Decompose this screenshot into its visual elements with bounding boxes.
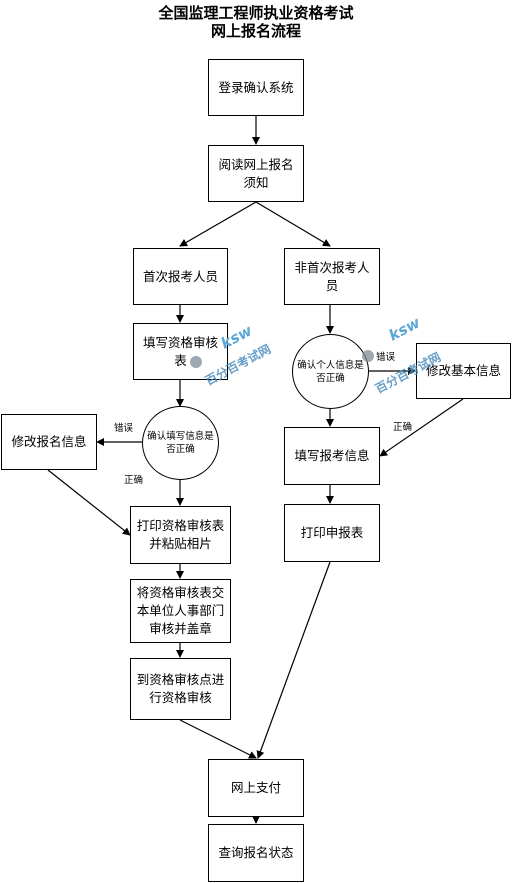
node-online-payment: 网上支付 bbox=[208, 759, 304, 817]
node-modify-registration: 修改报名信息 bbox=[1, 414, 97, 470]
label-left-error: 错误 bbox=[114, 423, 134, 434]
node-fill-exam-info: 填写报考信息 bbox=[284, 427, 380, 485]
label-left-correct: 正确 bbox=[124, 475, 144, 486]
node-check-status: 查询报名状态 bbox=[208, 824, 304, 882]
node-print-review-form: 打印资格审核表并粘贴相片 bbox=[130, 506, 231, 564]
node-go-review-point: 到资格审核点进行资格审核 bbox=[130, 658, 231, 720]
node-fill-review-form: 填写资格审核表 bbox=[133, 323, 228, 380]
label-right-correct: 正确 bbox=[393, 422, 413, 433]
node-confirm-review-info: 确认填写信息是否正确 bbox=[142, 406, 219, 480]
node-submit-to-hr: 将资格审核表交本单位人事部门审核并盖章 bbox=[130, 579, 231, 643]
node-first-time: 首次报考人员 bbox=[133, 248, 228, 305]
node-modify-basic-info: 修改基本信息 bbox=[416, 343, 511, 399]
edge-modify-to-print bbox=[47, 469, 131, 536]
diagram-title-line2: 网上报名流程 bbox=[210, 22, 301, 40]
label-right-error: 错误 bbox=[376, 352, 396, 363]
node-read-notice: 阅读网上报名须知 bbox=[208, 145, 304, 202]
node-non-first-time: 非首次报考人员 bbox=[284, 248, 380, 305]
node-print-application: 打印申报表 bbox=[284, 504, 380, 562]
diagram-title-line1: 全国监理工程师执业资格考试 bbox=[158, 4, 354, 22]
edge-notice-to-first bbox=[179, 201, 257, 247]
edge-print-to-payment bbox=[256, 561, 331, 759]
edge-notice-to-nonfirst bbox=[255, 201, 331, 247]
edge-modifybasic-to-fillexam bbox=[379, 398, 464, 457]
node-login: 登录确认系统 bbox=[208, 59, 304, 116]
edge-review-to-payment bbox=[179, 719, 257, 759]
node-confirm-personal-info: 确认个人信息是否正确 bbox=[292, 334, 369, 409]
